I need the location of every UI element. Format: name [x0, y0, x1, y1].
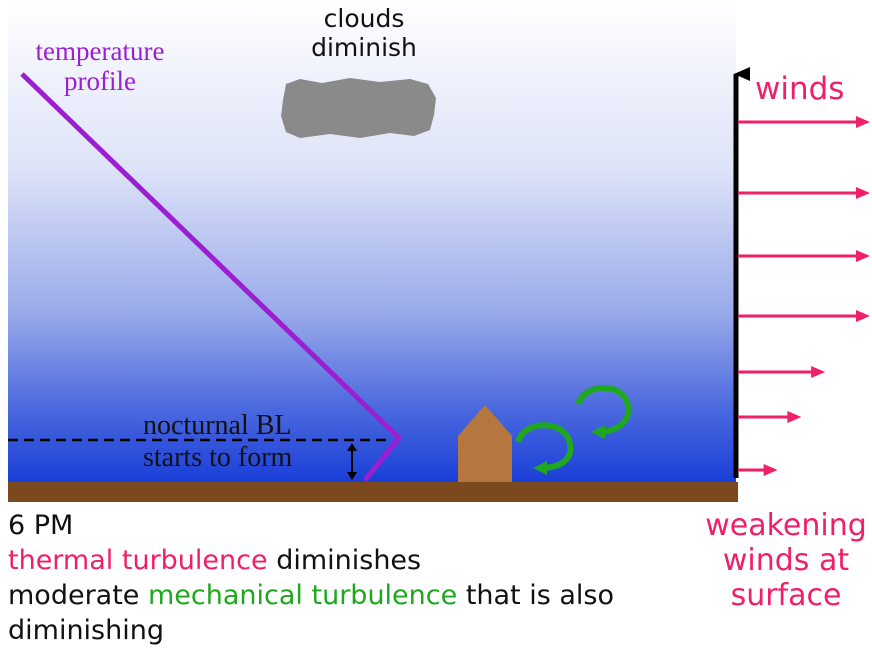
- wind-arrow-head-2: [856, 187, 870, 199]
- wind-arrow-head-5: [811, 366, 826, 378]
- clouds-label: clouds diminish: [311, 4, 417, 62]
- wind-arrow-head-7: [763, 464, 778, 476]
- caption-mechanical-rest: that is also: [457, 580, 615, 611]
- mechanical-eddy-lower: [515, 422, 574, 475]
- caption-time: 6 PM: [8, 510, 74, 541]
- house: [458, 405, 512, 482]
- wind-arrow-head-3: [856, 250, 870, 262]
- caption: 6 PM thermal turbulence diminishes moder…: [8, 508, 614, 648]
- bl-depth-arrow-top-head: [347, 443, 357, 451]
- weakening-winds-label: weakening winds at surface: [705, 508, 867, 613]
- temperature-profile-line: [20, 72, 403, 482]
- caption-mechanical-prefix: moderate: [8, 580, 148, 611]
- winds-label: winds: [755, 71, 845, 107]
- cloud: [281, 78, 436, 138]
- caption-thermal-line: thermal turbulence diminishes: [8, 543, 614, 578]
- thermal-turbulence-text: thermal turbulence: [8, 545, 268, 576]
- caption-thermal-rest: diminishes: [267, 545, 422, 576]
- sky-background: [8, 0, 736, 482]
- caption-diminishing-line: diminishing: [8, 615, 164, 646]
- wind-arrow-head-6: [787, 411, 802, 423]
- wind-profile-arrows: [738, 116, 870, 476]
- caption-mechanical-line: moderate mechanical turbulence that is a…: [8, 578, 614, 613]
- bl-depth-arrow-bottom-head: [347, 472, 357, 480]
- ground: [8, 482, 738, 502]
- mechanical-turbulence-text: mechanical turbulence: [148, 580, 458, 611]
- nocturnal-bl-label: nocturnal BL starts to form: [143, 410, 293, 473]
- wind-arrow-head-4: [856, 310, 870, 322]
- mechanical-eddy-upper: [575, 385, 632, 439]
- temperature-profile-label: temperature profile: [35, 36, 165, 96]
- wind-arrow-head-1: [856, 116, 870, 128]
